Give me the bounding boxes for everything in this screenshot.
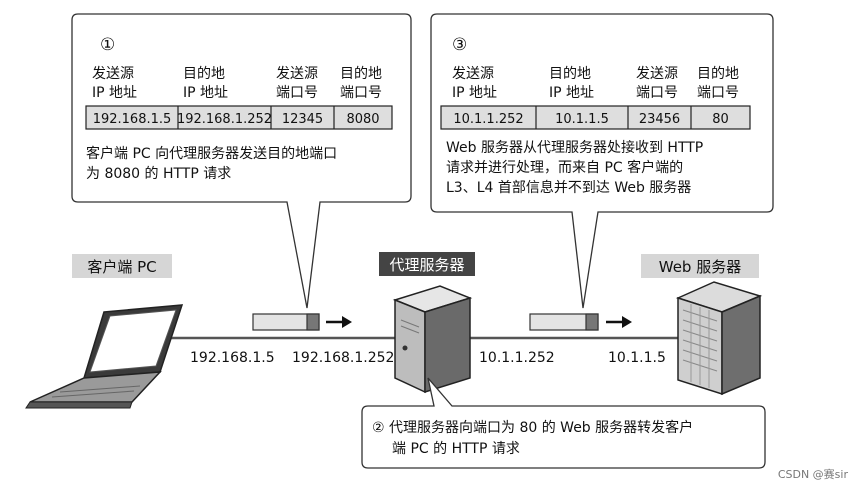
packet-2 xyxy=(529,313,599,331)
callout-1-number: ① xyxy=(100,35,115,55)
packet-1 xyxy=(252,313,320,331)
c2-description-line-1: 端 PC 的 HTTP 请求 xyxy=(392,441,520,457)
web-label-box: Web 服务器 xyxy=(641,254,759,278)
callout-2-bubble xyxy=(361,377,766,469)
callout-3-bubble xyxy=(430,13,774,309)
c1-header-2-line-0: 发送源 xyxy=(276,66,318,82)
c3-header-1-line-0: 目的地 xyxy=(549,66,591,82)
laptop-icon xyxy=(25,304,184,409)
c1-header-2-line-1: 端口号 xyxy=(276,85,318,101)
proxy-label: 代理服务器 xyxy=(389,256,464,274)
c3-header-0-line-1: IP 地址 xyxy=(452,85,497,101)
c1-value-src-port: 12345 xyxy=(282,112,323,127)
arrow-right-icon xyxy=(606,316,632,328)
ip-proxy-client-side: 192.168.1.252 xyxy=(292,350,394,366)
proxy-label-box: 代理服务器 xyxy=(379,252,475,276)
c3-header-3-line-0: 目的地 xyxy=(697,66,739,82)
c1-header-0-line-0: 发送源 xyxy=(92,66,134,82)
c3-description-line-1: 请求并进行处理，而来自 PC 客户端的 xyxy=(446,159,683,176)
callout-3: ③ 发送源 IP 地址 目的地 IP 地址 发送源 端口号 目的地 端口号 10… xyxy=(430,13,774,309)
client-label-box: 客户端 PC xyxy=(72,254,172,278)
callout-1: ① 发送源 IP 地址 目的地 IP 地址 发送源 端口号 目的地 端口号 19… xyxy=(71,13,412,309)
c3-header-2-line-1: 端口号 xyxy=(636,85,678,101)
c2-description-line-0: ② 代理服务器向端口为 80 的 Web 服务器转发客户 xyxy=(372,419,693,436)
c1-header-3-line-1: 端口号 xyxy=(340,85,382,101)
c1-value-dst-port: 8080 xyxy=(346,112,379,127)
ip-client: 192.168.1.5 xyxy=(190,350,275,366)
c3-header-table: 10.1.1.252 10.1.1.5 23456 80 xyxy=(440,105,751,130)
c3-value-dst-ip: 10.1.1.5 xyxy=(555,112,609,127)
c1-header-table: 192.168.1.5 192.168.1.252 12345 8080 xyxy=(85,105,393,130)
ip-proxy-web-side: 10.1.1.252 xyxy=(479,350,555,366)
c1-value-src-ip: 192.168.1.5 xyxy=(93,112,172,127)
c3-value-src-port: 23456 xyxy=(639,112,680,127)
client-label: 客户端 PC xyxy=(87,258,156,276)
c1-description-line-1: 为 8080 的 HTTP 请求 xyxy=(86,166,231,182)
callout-2: ② 代理服务器向端口为 80 的 Web 服务器转发客户 端 PC 的 HTTP… xyxy=(361,377,766,469)
proxy-server-icon xyxy=(392,285,473,394)
c1-header-1-line-1: IP 地址 xyxy=(183,85,228,101)
c1-header-1-line-0: 目的地 xyxy=(183,66,225,82)
c3-header-0-line-0: 发送源 xyxy=(452,66,494,82)
c3-header-1-line-1: IP 地址 xyxy=(549,85,594,101)
c1-header-0-line-1: IP 地址 xyxy=(92,85,137,101)
callout-1-bubble xyxy=(71,13,412,309)
c3-description-line-2: L3、L4 首部信息并不到达 Web 服务器 xyxy=(446,179,691,196)
ip-web: 10.1.1.5 xyxy=(608,350,666,366)
callout-3-number: ③ xyxy=(452,35,467,55)
c3-value-dst-port: 80 xyxy=(712,112,729,127)
c1-header-3-line-0: 目的地 xyxy=(340,66,382,82)
c3-description-line-0: Web 服务器从代理服务器处接收到 HTTP xyxy=(446,139,703,156)
watermark: CSDN @赛sir xyxy=(778,467,849,481)
web-label: Web 服务器 xyxy=(659,258,741,276)
c1-description-line-0: 客户端 PC 向代理服务器发送目的地端口 xyxy=(86,145,337,162)
c3-value-src-ip: 10.1.1.252 xyxy=(453,112,523,127)
c1-value-dst-ip: 192.168.1.252 xyxy=(177,112,272,127)
c3-header-2-line-0: 发送源 xyxy=(636,66,678,82)
c3-header-3-line-1: 端口号 xyxy=(697,85,739,101)
web-server-icon xyxy=(675,281,763,396)
arrow-right-icon xyxy=(326,316,352,328)
